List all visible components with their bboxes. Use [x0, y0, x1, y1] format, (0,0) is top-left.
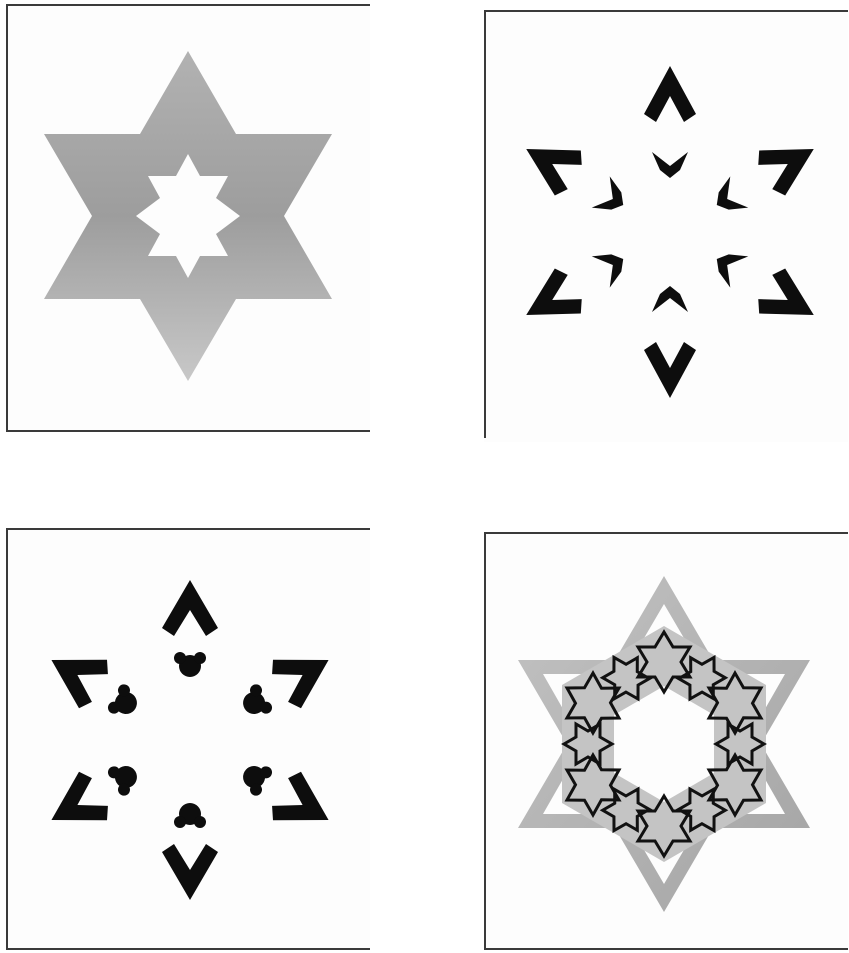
fractal-hexagram-figure [484, 532, 848, 950]
blob-6 [106, 682, 144, 722]
center-void [624, 704, 704, 784]
blob-group [106, 652, 274, 828]
blob-hexagram-figure [6, 528, 370, 950]
blob-4 [174, 803, 206, 828]
chevron-lower-left [513, 264, 587, 337]
chevron-group [37, 580, 342, 900]
chevron-group [513, 66, 827, 398]
arrowhead-1 [652, 152, 688, 178]
panel-top-left [6, 4, 370, 432]
blob-5 [106, 758, 144, 798]
chevron-lower-left [37, 768, 113, 844]
chevron-upper-right [752, 126, 826, 199]
chevron-top [162, 580, 218, 636]
chevron-hexagram-figure [484, 10, 848, 442]
blob-1 [174, 652, 206, 677]
blob-2 [237, 682, 275, 722]
chevron-top [644, 66, 696, 122]
chevron-bottom [644, 342, 696, 398]
solid-hexagram-figure [6, 4, 370, 432]
chevron-upper-left [37, 636, 113, 712]
arrowhead-4 [652, 286, 688, 312]
panel-bottom-right [484, 532, 848, 950]
arrowhead-3 [708, 243, 749, 287]
chevron-lower-right [266, 768, 342, 844]
arrowhead-6 [592, 176, 633, 220]
center-hole [158, 186, 218, 246]
chevron-upper-left [513, 126, 587, 199]
panel-bottom-left [6, 528, 370, 950]
panel-top-right [484, 10, 848, 442]
blob-3 [237, 758, 275, 798]
chevron-upper-right [266, 636, 342, 712]
chevron-bottom [162, 844, 218, 900]
arrowhead-2 [708, 176, 749, 220]
arrowhead-group [592, 152, 749, 312]
chevron-lower-right [752, 264, 826, 337]
arrowhead-5 [592, 243, 633, 287]
